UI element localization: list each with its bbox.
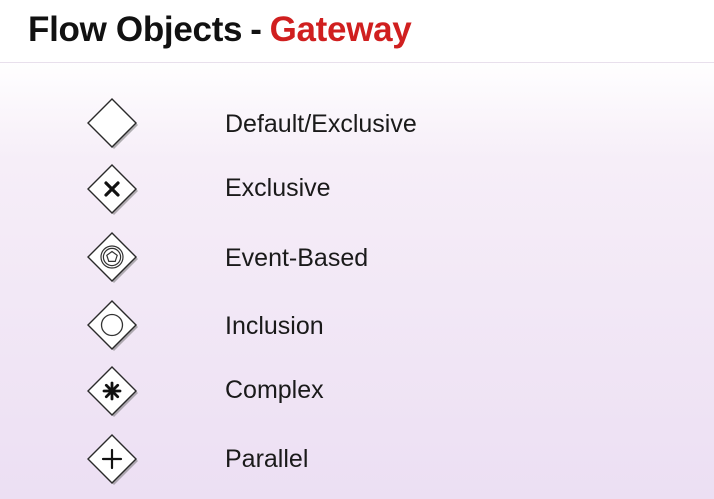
gateway-row-parallel: Parallel — [0, 432, 714, 488]
gateway-label: Parallel — [225, 445, 309, 473]
empty-diamond-icon — [84, 96, 140, 152]
gateway-label: Complex — [225, 376, 324, 404]
page-title: Flow Objects-Gateway — [28, 10, 412, 50]
gateway-row-event-based: Event-Based — [0, 230, 714, 286]
plus-marker-diamond-icon — [84, 432, 140, 488]
gateway-row-exclusive: Exclusive — [0, 162, 714, 218]
gateway-label: Exclusive — [225, 174, 331, 202]
gateway-label: Default/Exclusive — [225, 110, 417, 138]
gateway-row-inclusion: Inclusion — [0, 298, 714, 354]
title-separator: - — [250, 10, 262, 49]
gateway-row-complex: Complex — [0, 364, 714, 420]
header — [0, 0, 714, 62]
x-marker-diamond-icon — [84, 162, 140, 218]
gateway-label: Event-Based — [225, 244, 369, 272]
gateway-row-default-exclusive: Default/Exclusive — [0, 96, 714, 152]
title-main: Flow Objects — [28, 10, 243, 49]
title-accent: Gateway — [269, 10, 412, 49]
event-based-diamond-icon — [84, 230, 140, 286]
asterisk-marker-diamond-icon — [84, 364, 140, 420]
header-divider — [0, 62, 714, 63]
gateway-label: Inclusion — [225, 312, 324, 340]
circle-marker-diamond-icon — [84, 298, 140, 354]
